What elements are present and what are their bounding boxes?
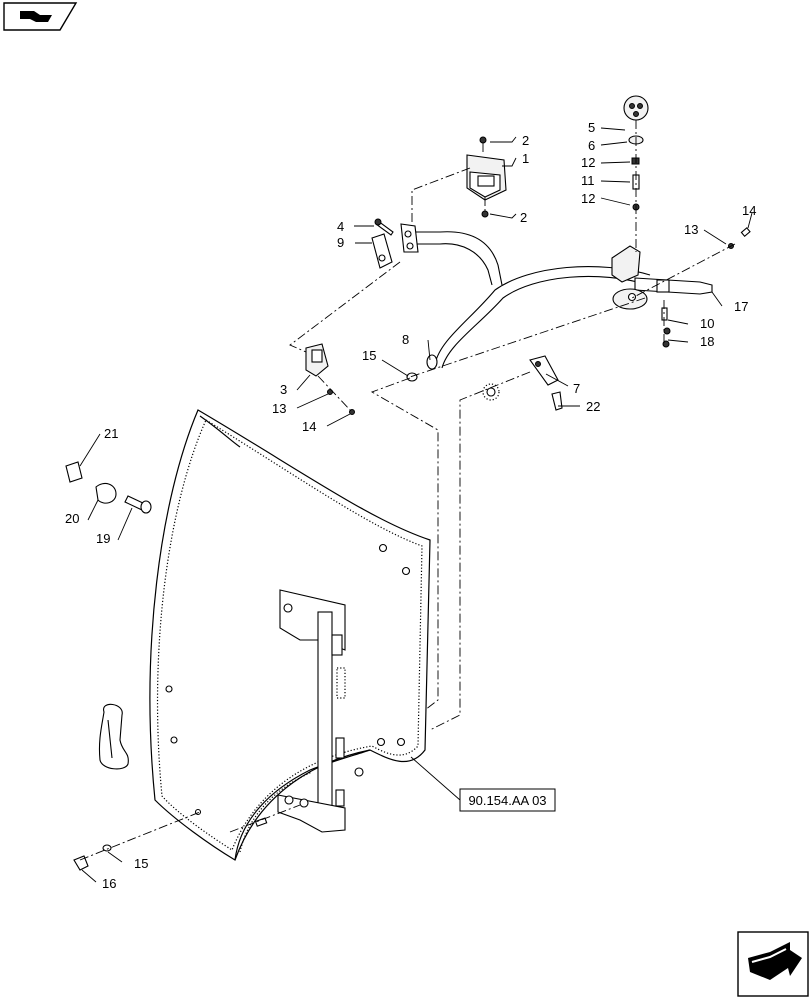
hinge-assembly <box>277 589 346 833</box>
reference-label: 90.154.AA 03 <box>468 793 546 808</box>
callout-22: 22 <box>586 399 600 414</box>
callout-21: 21 <box>104 426 118 441</box>
callout-15-bottom: 15 <box>134 856 148 871</box>
callout-15-top: 15 <box>362 348 376 363</box>
part-15-washer-bottom <box>102 844 112 852</box>
callout-17: 17 <box>734 299 748 314</box>
rod-clamp <box>400 223 419 253</box>
callout-6: 6 <box>588 138 595 153</box>
part-17-bracket <box>611 245 648 310</box>
callout-13-right: 13 <box>684 222 698 237</box>
callout-leaders <box>79 127 753 883</box>
reference-box[interactable]: 90.154.AA 03 <box>410 756 556 812</box>
door-handle <box>98 703 129 770</box>
callout-18: 18 <box>700 334 714 349</box>
callout-labels: 2 1 2 4 9 5 6 12 11 12 13 14 17 10 18 8 … <box>65 120 756 891</box>
callout-12-top: 12 <box>581 155 595 170</box>
callout-7: 7 <box>573 381 580 396</box>
callout-16: 16 <box>102 876 116 891</box>
callout-2-top: 2 <box>522 133 529 148</box>
callout-13-left: 13 <box>272 401 286 416</box>
construction-lines <box>79 120 736 861</box>
part-1-bracket <box>466 154 507 201</box>
part-22-bolt <box>551 391 563 411</box>
callout-8: 8 <box>402 332 409 347</box>
door-glass-panel <box>149 409 431 861</box>
callout-20: 20 <box>65 511 79 526</box>
callout-19: 19 <box>96 531 110 546</box>
callout-5: 5 <box>588 120 595 135</box>
part-9-plate <box>371 233 393 269</box>
callout-14-left: 14 <box>302 419 316 434</box>
star-washer <box>482 383 500 401</box>
part-20-washer <box>95 482 117 504</box>
callout-4: 4 <box>337 219 344 234</box>
part-21-clip <box>65 461 83 483</box>
part-2-screws <box>479 136 489 218</box>
callout-9: 9 <box>337 235 344 250</box>
callout-1: 1 <box>522 151 529 166</box>
rod-tube-assembly <box>415 231 713 370</box>
part-3-latch <box>305 343 329 377</box>
callout-14-right: 14 <box>742 203 756 218</box>
callout-3: 3 <box>280 382 287 397</box>
next-page-arrow-icon[interactable] <box>737 931 809 997</box>
callout-10: 10 <box>700 316 714 331</box>
callout-2-bottom: 2 <box>520 210 527 225</box>
callout-11: 11 <box>581 173 595 188</box>
part-16-bolt <box>73 855 89 871</box>
part-10-screw <box>661 307 668 321</box>
part-5-knob <box>623 95 649 121</box>
part-7-clip <box>529 355 559 386</box>
hinge-screw-bottom <box>254 817 268 827</box>
callout-12-bottom: 12 <box>581 191 595 206</box>
part-15-washer <box>406 372 418 382</box>
part-4-bolt <box>374 218 394 236</box>
book-nav-icon[interactable] <box>3 2 78 31</box>
part-19-pin <box>124 495 152 514</box>
